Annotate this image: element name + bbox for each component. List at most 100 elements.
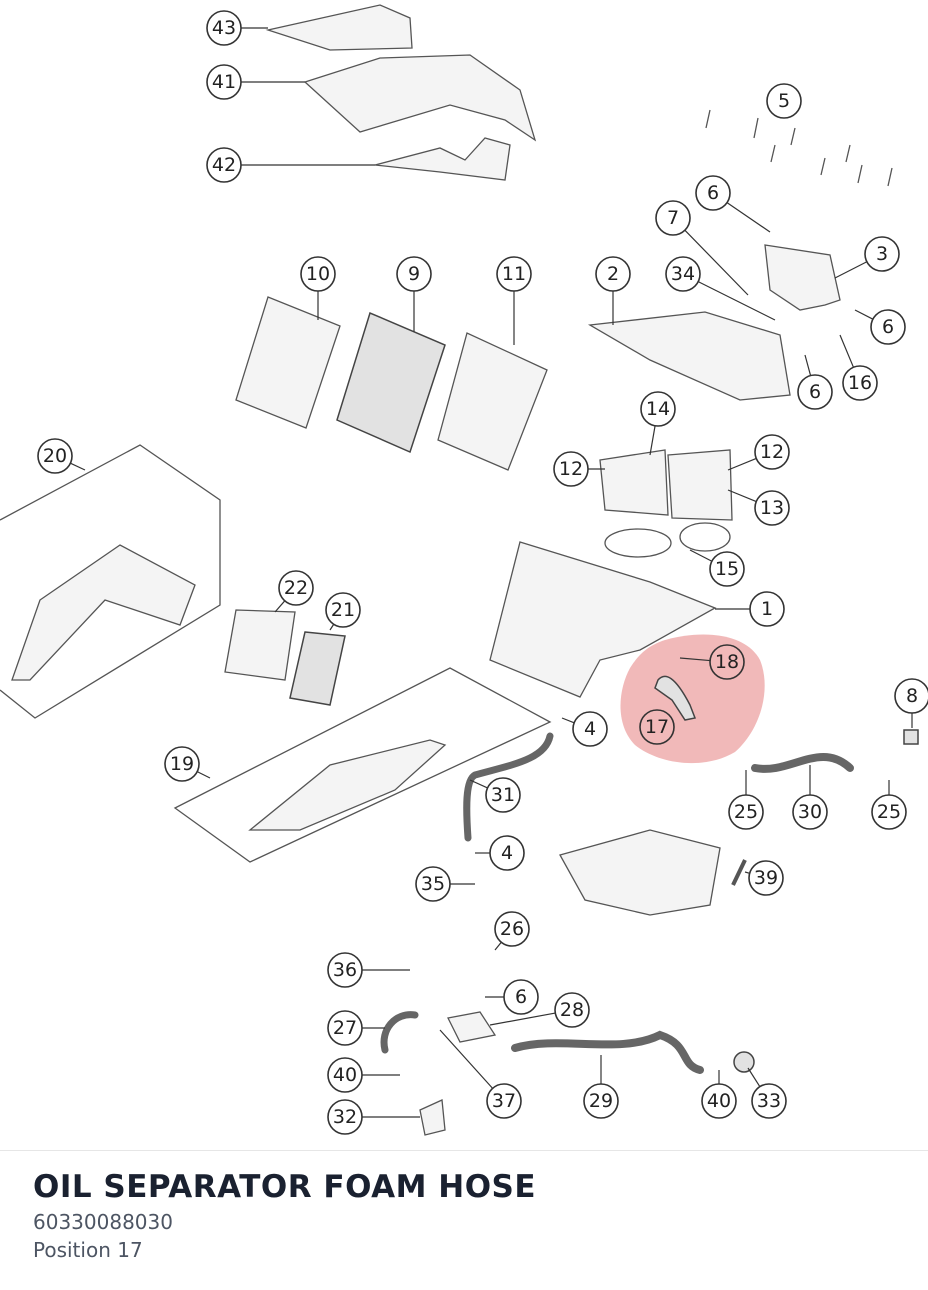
- callout-circle[interactable]: [485, 777, 521, 813]
- part-shape-33[interactable]: [733, 1051, 755, 1073]
- part-shape-17[interactable]: [654, 675, 697, 721]
- callout-circle[interactable]: [894, 678, 928, 714]
- callout-circle[interactable]: [496, 256, 532, 292]
- callout-8[interactable]: 8: [894, 678, 928, 714]
- callout-17[interactable]: 17: [639, 709, 675, 745]
- part-shape-42[interactable]: [374, 137, 511, 181]
- callout-circle[interactable]: [870, 309, 906, 345]
- callout-28[interactable]: 28: [554, 992, 590, 1028]
- callout-circle[interactable]: [754, 434, 790, 470]
- callout-circle[interactable]: [749, 591, 785, 627]
- callout-12[interactable]: 12: [754, 434, 790, 470]
- callout-31[interactable]: 31: [485, 777, 521, 813]
- callout-circle[interactable]: [871, 794, 907, 830]
- callout-circle[interactable]: [709, 644, 745, 680]
- part-shape-15a[interactable]: [604, 528, 672, 558]
- callout-12[interactable]: 12: [553, 451, 589, 487]
- callout-circle[interactable]: [325, 592, 361, 628]
- callout-circle[interactable]: [206, 147, 242, 183]
- callout-18[interactable]: 18: [709, 644, 745, 680]
- part-shape-22[interactable]: [224, 609, 296, 681]
- part-shape-19[interactable]: [248, 739, 447, 831]
- callout-41[interactable]: 41: [206, 64, 242, 100]
- callout-circle[interactable]: [655, 200, 691, 236]
- callout-42[interactable]: 42: [206, 147, 242, 183]
- callout-7[interactable]: 7: [655, 200, 691, 236]
- part-shape-9[interactable]: [336, 311, 446, 454]
- part-shape-1[interactable]: [489, 541, 717, 698]
- callout-circle[interactable]: [494, 911, 530, 947]
- callout-circle[interactable]: [164, 746, 200, 782]
- callout-circle[interactable]: [754, 490, 790, 526]
- callout-circle[interactable]: [640, 391, 676, 427]
- callout-3[interactable]: 3: [864, 236, 900, 272]
- callout-21[interactable]: 21: [325, 592, 361, 628]
- callout-circle[interactable]: [554, 992, 590, 1028]
- callout-circle[interactable]: [396, 256, 432, 292]
- part-shape-10[interactable]: [235, 296, 341, 429]
- callout-25[interactable]: 25: [871, 794, 907, 830]
- callout-circle[interactable]: [695, 175, 731, 211]
- callout-circle[interactable]: [37, 438, 73, 474]
- part-shape-39[interactable]: [731, 859, 747, 886]
- callout-circle[interactable]: [864, 236, 900, 272]
- part-shape-43[interactable]: [265, 4, 413, 51]
- callout-circle[interactable]: [748, 860, 784, 896]
- part-shape-29[interactable]: [511, 1030, 704, 1074]
- callout-10[interactable]: 10: [300, 256, 336, 292]
- callout-circle[interactable]: [797, 374, 833, 410]
- callout-circle[interactable]: [842, 365, 878, 401]
- callout-15[interactable]: 15: [709, 551, 745, 587]
- callout-6[interactable]: 6: [695, 175, 731, 211]
- callout-circle[interactable]: [595, 256, 631, 292]
- callout-40[interactable]: 40: [701, 1083, 737, 1119]
- callout-circle[interactable]: [572, 711, 608, 747]
- part-shape-2[interactable]: [587, 311, 791, 401]
- part-shape-31[interactable]: [463, 732, 554, 842]
- callout-19[interactable]: 19: [164, 746, 200, 782]
- callout-circle[interactable]: [503, 979, 539, 1015]
- callout-37[interactable]: 37: [486, 1083, 522, 1119]
- callout-circle[interactable]: [415, 866, 451, 902]
- callout-1[interactable]: 1: [749, 591, 785, 627]
- callout-30[interactable]: 30: [792, 794, 828, 830]
- part-shape-27[interactable]: [380, 1011, 419, 1054]
- callout-29[interactable]: 29: [583, 1083, 619, 1119]
- part-shape-21[interactable]: [289, 631, 346, 706]
- part-shape-28[interactable]: [447, 1011, 497, 1043]
- callout-36[interactable]: 36: [327, 952, 363, 988]
- callout-40[interactable]: 40: [327, 1057, 363, 1093]
- callout-26[interactable]: 26: [494, 911, 530, 947]
- callout-33[interactable]: 33: [751, 1083, 787, 1119]
- part-shape-8[interactable]: [903, 729, 919, 745]
- callout-circle[interactable]: [583, 1083, 619, 1119]
- part-shape-14[interactable]: [599, 449, 669, 516]
- callout-39[interactable]: 39: [748, 860, 784, 896]
- callout-4[interactable]: 4: [489, 835, 525, 871]
- callout-circle[interactable]: [300, 256, 336, 292]
- callout-circle[interactable]: [327, 952, 363, 988]
- part-shape-3[interactable]: [764, 244, 841, 311]
- part-shape-throttle-body[interactable]: [559, 829, 721, 916]
- callout-14[interactable]: 14: [640, 391, 676, 427]
- callout-6[interactable]: 6: [870, 309, 906, 345]
- callout-circle[interactable]: [766, 83, 802, 119]
- part-shape-14b[interactable]: [667, 449, 733, 521]
- callout-circle[interactable]: [206, 10, 242, 46]
- callout-11[interactable]: 11: [496, 256, 532, 292]
- part-shape-5-screws[interactable]: [705, 109, 893, 187]
- callout-circle[interactable]: [327, 1099, 363, 1135]
- callout-circle[interactable]: [553, 451, 589, 487]
- callout-2[interactable]: 2: [595, 256, 631, 292]
- callout-6[interactable]: 6: [503, 979, 539, 1015]
- callout-27[interactable]: 27: [327, 1010, 363, 1046]
- callout-6[interactable]: 6: [797, 374, 833, 410]
- part-shape-15b[interactable]: [679, 522, 731, 552]
- callout-35[interactable]: 35: [415, 866, 451, 902]
- part-shape-32[interactable]: [419, 1099, 446, 1136]
- callout-circle[interactable]: [327, 1010, 363, 1046]
- part-shape-11[interactable]: [437, 332, 548, 471]
- callout-circle[interactable]: [701, 1083, 737, 1119]
- callout-circle[interactable]: [327, 1057, 363, 1093]
- callout-20[interactable]: 20: [37, 438, 73, 474]
